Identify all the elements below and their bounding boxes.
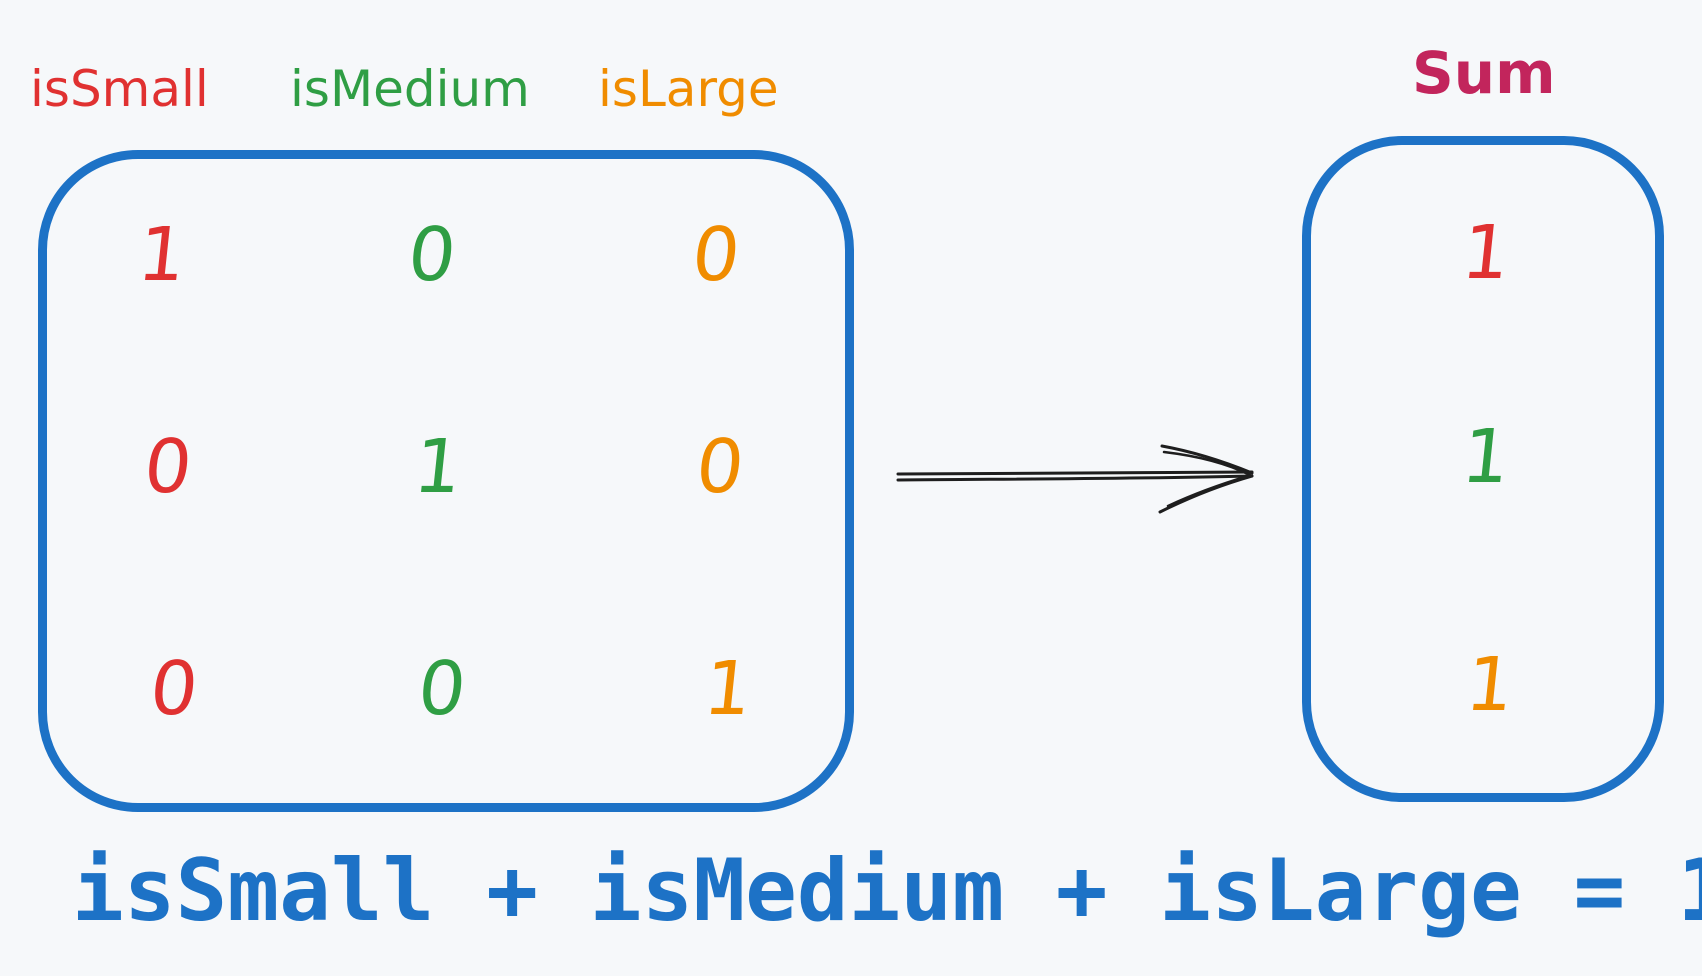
matrix-cell-r1-c2: 0 <box>403 212 461 298</box>
header-is-large: isLarge <box>598 60 779 118</box>
matrix-cell-r3-c3: 1 <box>699 646 757 732</box>
matrix-cell-r1-c3: 0 <box>687 212 745 298</box>
matrix-cell-r1-c1: 1 <box>133 212 191 298</box>
header-is-medium: isMedium <box>290 60 530 118</box>
matrix-cell-r2-c3: 0 <box>691 424 749 510</box>
matrix-cell-r3-c2: 0 <box>413 646 471 732</box>
matrix-cell-r2-c2: 1 <box>409 424 467 510</box>
header-is-small: isSmall <box>30 60 209 118</box>
sum-value-row1: 1 <box>1457 210 1515 296</box>
header-sum: Sum <box>1412 39 1556 107</box>
right-arrow-icon <box>896 444 1254 514</box>
matrix-cell-r2-c1: 0 <box>139 424 197 510</box>
matrix-cell-r3-c1: 0 <box>145 646 203 732</box>
sum-value-row3: 1 <box>1461 642 1519 728</box>
sum-value-row2: 1 <box>1457 414 1515 500</box>
one-hot-matrix-box <box>38 150 854 812</box>
sum-equation: isSmall + isMedium + isLarge = 1 <box>72 841 1702 941</box>
sum-box <box>1302 136 1664 802</box>
